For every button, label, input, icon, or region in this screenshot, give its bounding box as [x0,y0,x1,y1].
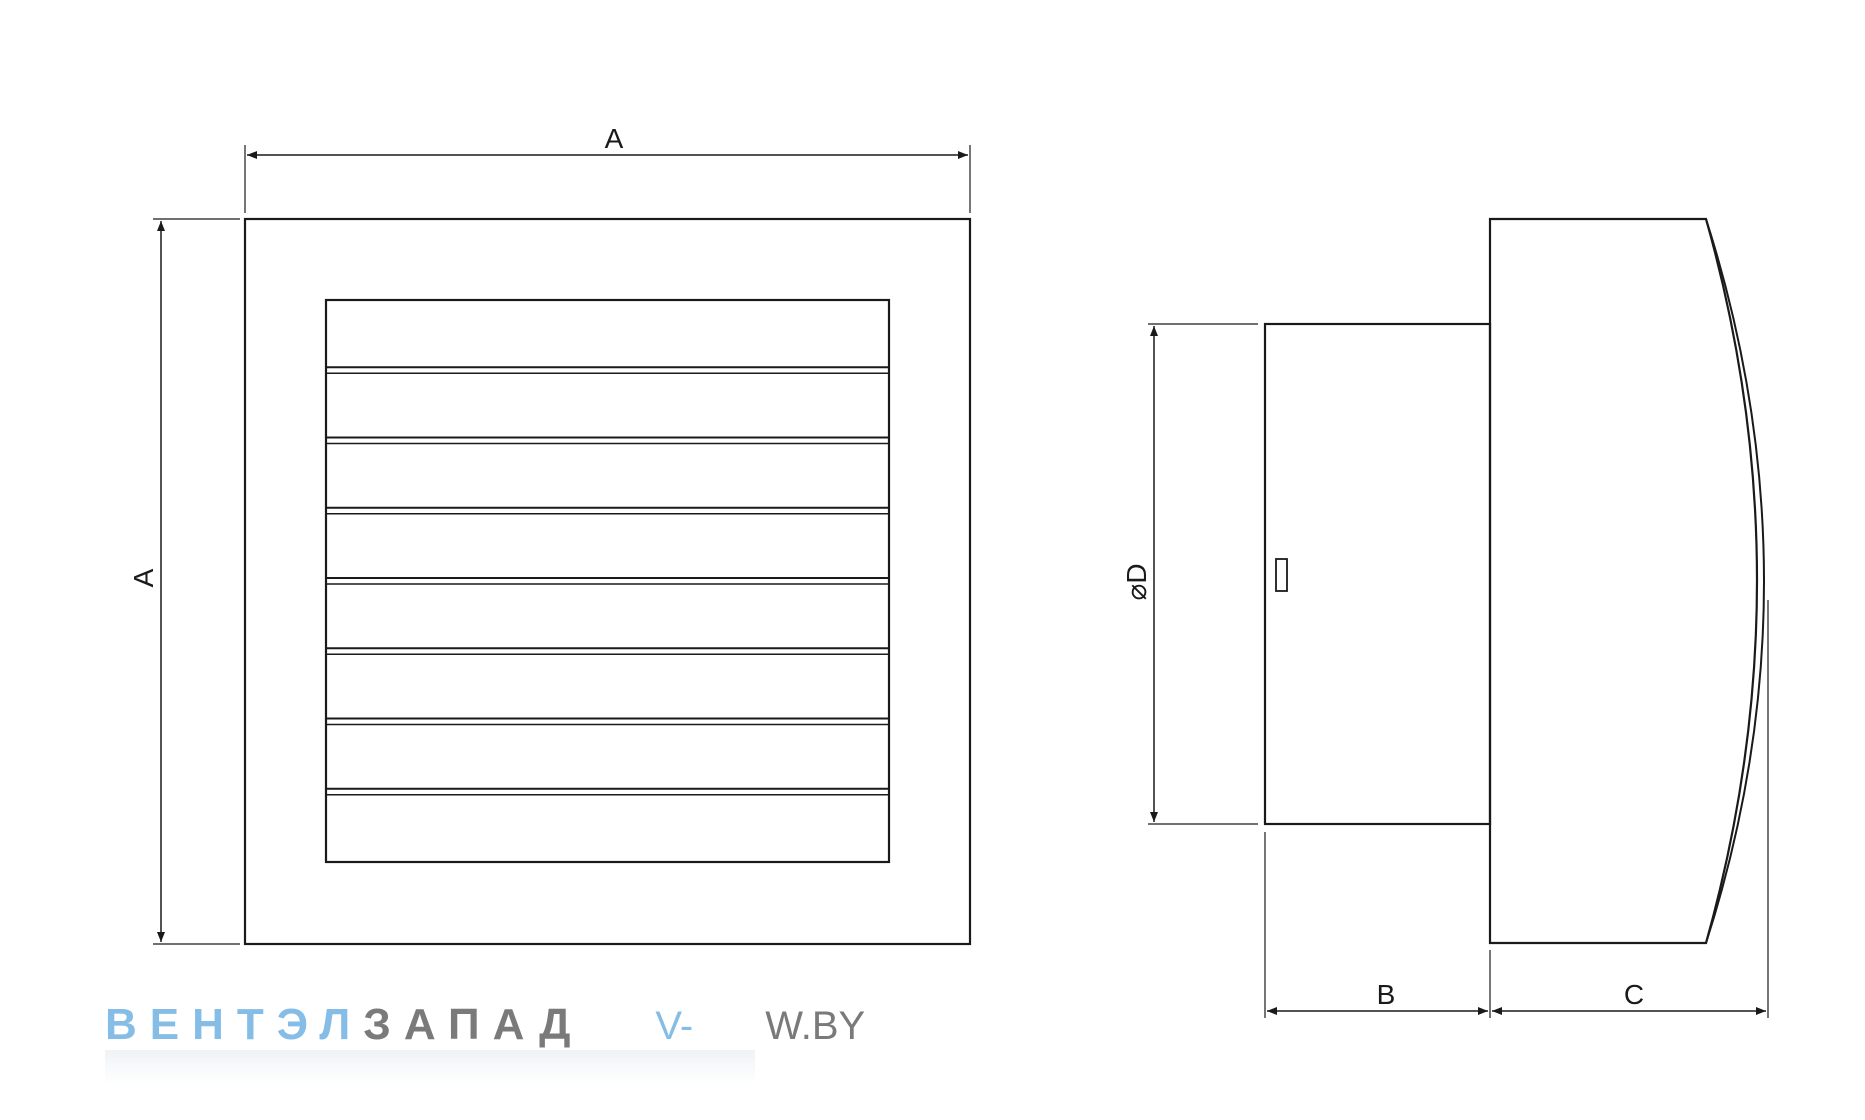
louver-frame [324,298,891,864]
company-logo: ВЕНТЭЛЗАПАД V- W.BY [105,1000,865,1080]
front-outer-frame [243,217,972,946]
dimension-front-height: A [128,218,240,945]
duct-sleeve [1263,322,1492,826]
side-view [1263,217,1765,945]
dimension-front-width: A [244,123,971,213]
dimension-depths: B C [1264,600,1769,1018]
dim-label-depth-b: B [1377,979,1396,1010]
dim-label-depth-c: C [1624,979,1644,1010]
dim-label-front-width: A [605,123,624,154]
louver-grille [324,298,891,864]
logo-site-part1: V- [655,1004,694,1048]
logo-brand-part2: ЗАПАД [363,1000,584,1049]
sleeve-marker [1275,558,1288,592]
housing-body [1488,217,1759,945]
logo-brand-part1: ВЕНТЭЛ [105,1000,364,1049]
front-cover-curve [1705,218,1765,944]
dim-label-front-height: A [128,568,159,587]
logo-reflection [105,1050,755,1085]
dimension-diameter: ⌀D [1121,323,1258,825]
logo-site-part2: W.BY [765,1004,866,1048]
front-view [243,217,972,946]
dim-label-diameter: ⌀D [1121,563,1152,600]
